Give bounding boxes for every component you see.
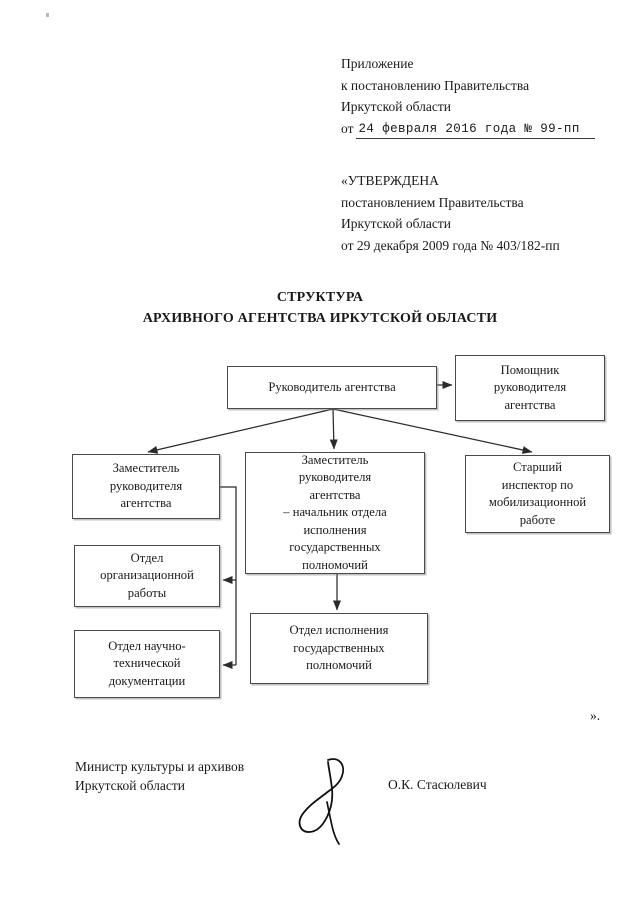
node-scientific-technical-documentation-department-line-3: документации — [108, 673, 186, 688]
node-organizational-work-department[interactable]: Отдел организационной работы — [74, 545, 220, 607]
node-deputy-department-chief[interactable]: Заместитель руководителя агентства – нач… — [245, 452, 425, 574]
appendix-line-1: Приложение — [341, 56, 414, 71]
node-assistant-line-2: руководителя — [493, 380, 567, 395]
approved-line-4: от 29 декабря 2009 года № 403/182-пп — [341, 237, 560, 253]
node-assistant-line-1: Помощник — [500, 362, 560, 377]
page-title: СТРУКТУРА АРХИВНОГО АГЕНТСТВА ИРКУТСКОЙ … — [0, 287, 640, 329]
node-deputy-department-chief-line-7: полномочий — [302, 557, 368, 572]
appendix-date-line: от 24 февраля 2016 года № 99-пп — [341, 118, 596, 139]
node-assistant[interactable]: Помощник руководителя агентства — [455, 355, 605, 421]
node-head-of-agency[interactable]: Руководитель агентства — [227, 366, 437, 409]
node-senior-inspector-line-3: мобилизационной — [488, 495, 587, 509]
appendix-date-value: 24 февраля 2016 года № 99-пп — [356, 121, 596, 139]
handwritten-signature — [298, 758, 344, 845]
node-senior-inspector-line-2: инспектор по — [501, 477, 574, 492]
node-assistant-line-3: агентства — [504, 397, 556, 412]
signature-role-line-2: Иркутской области — [75, 778, 186, 793]
page-title-line-2: АРХИВНОГО АГЕНТСТВА ИРКУТСКОЙ ОБЛАСТИ — [142, 311, 498, 326]
node-senior-inspector-line-4: работе — [519, 512, 556, 527]
node-head-of-agency-line-1: Руководитель агентства — [268, 379, 396, 394]
node-deputy-department-chief-line-1: Заместитель — [301, 452, 369, 467]
node-deputy-head-line-1: Заместитель — [112, 461, 180, 476]
scan-artifact — [46, 13, 49, 17]
node-deputy-department-chief-line-6: государственных — [289, 540, 381, 555]
node-deputy-department-chief-line-3: агентства — [309, 487, 361, 502]
appendix-line-3: Иркутской области — [341, 99, 452, 114]
appendix-date-prefix: от — [341, 120, 354, 136]
appendix-header-block: Приложение к постановлению Правительства… — [341, 53, 596, 139]
node-deputy-department-chief-line-2: руководителя — [298, 470, 372, 485]
node-scientific-technical-documentation-department[interactable]: Отдел научно- технической документации — [74, 630, 220, 698]
node-deputy-head-line-3: агентства — [120, 496, 172, 511]
approved-line-2: постановлением Правительства — [341, 194, 524, 210]
signature-name: О.К. Стасюлевич — [388, 777, 487, 792]
signature-role: Министр культуры и архивов Иркутской обл… — [75, 757, 244, 795]
node-organizational-work-department-line-3: работы — [127, 585, 167, 600]
node-organizational-work-department-line-2: организационной — [100, 568, 194, 583]
approved-line-1: «УТВЕРЖДЕНА — [341, 173, 439, 188]
appendix-line-2: к постановлению Правительства — [341, 77, 530, 93]
approved-header-block: «УТВЕРЖДЕНА постановлением Правительства… — [341, 170, 560, 256]
page-title-line-1: СТРУКТУРА — [276, 290, 364, 305]
node-state-powers-execution-department-line-3: полномочий — [306, 658, 372, 673]
closing-quote-mark: ». — [590, 708, 601, 723]
node-deputy-department-chief-line-5: исполнения — [303, 522, 367, 537]
node-state-powers-execution-department[interactable]: Отдел исполнения государственных полномо… — [250, 613, 428, 684]
node-scientific-technical-documentation-department-line-2: технической — [113, 656, 181, 671]
signature-role-line-1: Министр культуры и архивов — [75, 759, 245, 774]
node-state-powers-execution-department-line-2: государственных — [293, 640, 385, 655]
node-organizational-work-department-line-1: Отдел — [130, 550, 164, 565]
node-deputy-department-chief-line-4: – начальник отдела — [283, 505, 387, 520]
node-senior-inspector[interactable]: Старший инспектор по мобилизационной раб… — [465, 455, 610, 533]
node-deputy-head[interactable]: Заместитель руководителя агентства — [72, 454, 220, 519]
node-scientific-technical-documentation-department-line-1: Отдел научно- — [108, 638, 186, 653]
node-senior-inspector-line-1: Старший — [513, 460, 562, 474]
node-deputy-head-line-2: руководителя — [109, 478, 183, 493]
approved-line-3: Иркутской области — [341, 216, 452, 231]
node-state-powers-execution-department-line-1: Отдел исполнения — [289, 623, 389, 638]
